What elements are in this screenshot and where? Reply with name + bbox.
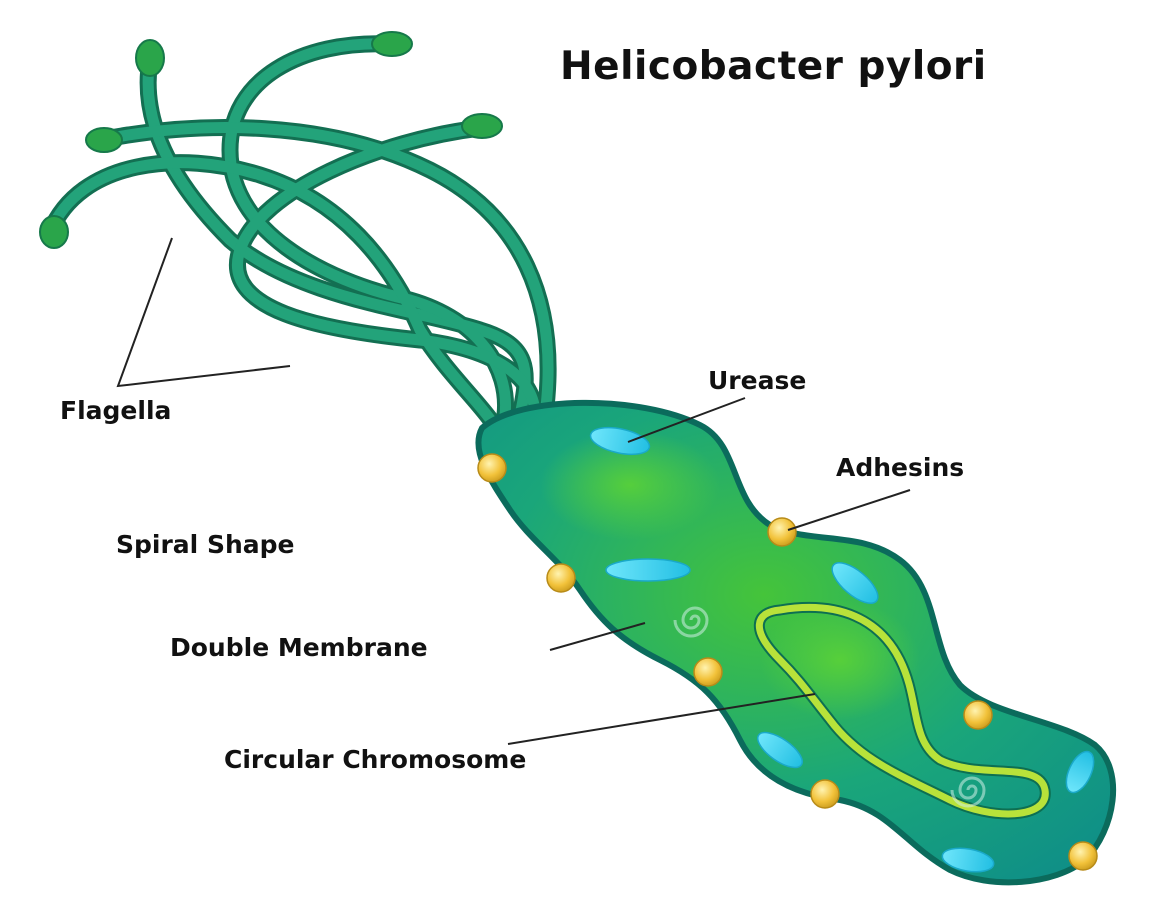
label-adhesins: Adhesins <box>836 453 964 482</box>
label-double-membrane: Double Membrane <box>170 633 428 662</box>
label-urease: Urease <box>708 366 806 395</box>
label-spiral-shape: Spiral Shape <box>116 530 294 559</box>
flagella-group <box>40 32 548 440</box>
page-title: Helicobacter pylori <box>560 44 987 89</box>
label-flagella: Flagella <box>60 396 171 425</box>
label-circular-chromosome: Circular Chromosome <box>224 745 526 774</box>
